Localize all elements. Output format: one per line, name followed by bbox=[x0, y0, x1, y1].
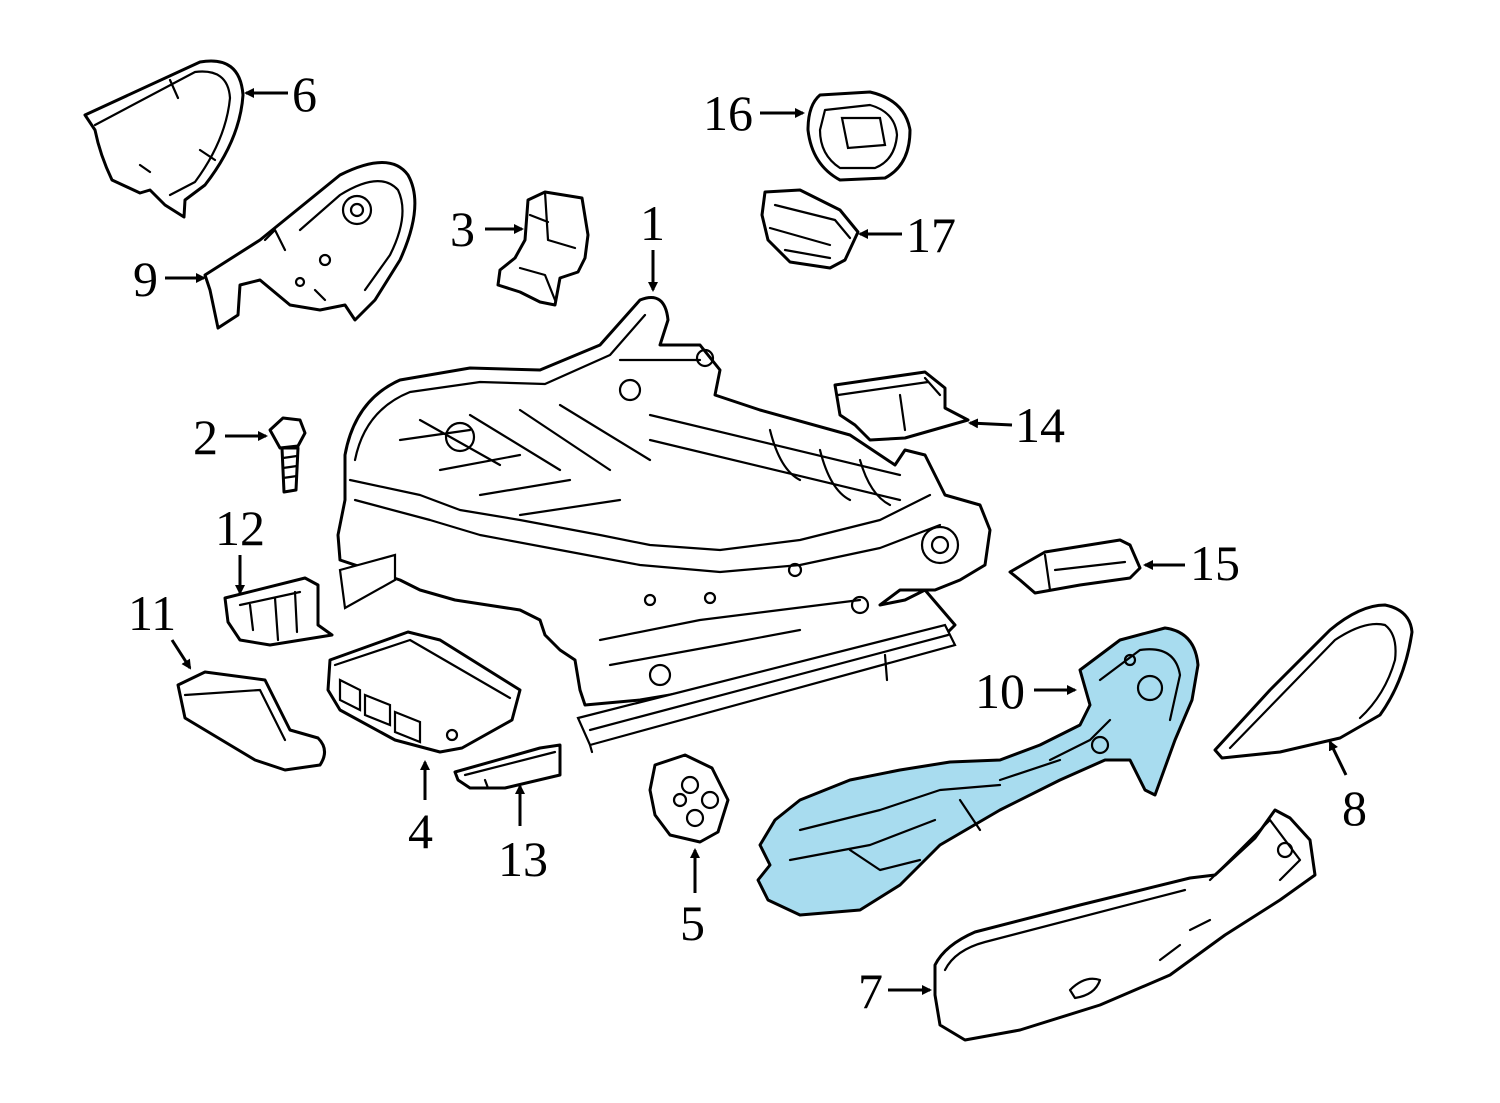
callout-6[interactable]: 6 bbox=[292, 66, 317, 122]
part-12-small-bracket[interactable] bbox=[223, 576, 334, 647]
callout-3[interactable]: 3 bbox=[450, 201, 475, 257]
callout-11[interactable]: 11 bbox=[128, 585, 176, 641]
part-16-switch-knob[interactable] bbox=[806, 90, 912, 182]
part-15-trim[interactable] bbox=[1008, 538, 1142, 595]
callout-7[interactable]: 7 bbox=[858, 963, 883, 1019]
callout-4[interactable]: 4 bbox=[408, 803, 433, 859]
part-3-bracket[interactable] bbox=[496, 190, 590, 307]
part-14-cover[interactable] bbox=[833, 370, 970, 442]
callout-15[interactable]: 15 bbox=[1190, 535, 1240, 591]
leader-8 bbox=[1328, 740, 1348, 776]
callout-12[interactable]: 12 bbox=[215, 500, 265, 556]
part-8-side-panel[interactable] bbox=[1213, 603, 1414, 760]
part-2-bolt[interactable] bbox=[268, 416, 307, 494]
part-17-clip[interactable] bbox=[760, 188, 860, 270]
callout-8[interactable]: 8 bbox=[1342, 780, 1367, 836]
part-1-seat-frame[interactable] bbox=[336, 296, 992, 754]
callout-labels: 1 2 3 4 5 6 7 8 9 10 11 12 13 14 15 16 1… bbox=[128, 66, 1367, 1019]
callout-13[interactable]: 13 bbox=[498, 831, 548, 887]
part-7-side-cover[interactable] bbox=[933, 808, 1317, 1042]
leader-14 bbox=[968, 418, 1013, 429]
callout-5[interactable]: 5 bbox=[680, 895, 705, 951]
callout-16[interactable]: 16 bbox=[703, 85, 753, 141]
part-4-control-module[interactable] bbox=[326, 630, 522, 754]
callout-2[interactable]: 2 bbox=[193, 409, 218, 465]
callout-17[interactable]: 17 bbox=[906, 207, 956, 263]
callout-10[interactable]: 10 bbox=[975, 663, 1025, 719]
part-6-outer-shield-cover[interactable] bbox=[83, 59, 245, 219]
callout-1[interactable]: 1 bbox=[640, 195, 665, 251]
part-9-inner-shield[interactable] bbox=[203, 161, 417, 330]
part-13-cover-strip[interactable] bbox=[453, 743, 562, 790]
callout-14[interactable]: 14 bbox=[1015, 397, 1065, 453]
leader-lines bbox=[165, 88, 1348, 995]
callout-9[interactable]: 9 bbox=[133, 251, 158, 307]
leader-11 bbox=[170, 639, 192, 670]
part-11-cover[interactable] bbox=[176, 670, 326, 772]
part-5-motor[interactable] bbox=[648, 753, 730, 844]
part-10-inner-frame[interactable] bbox=[756, 626, 1200, 917]
